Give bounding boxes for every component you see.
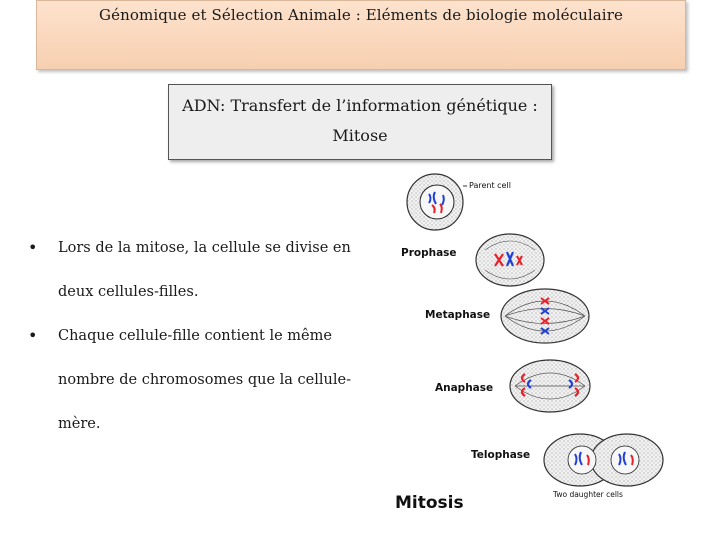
figure-title: Mitosis [395, 493, 464, 513]
bullet-icon: • [28, 238, 38, 257]
label-metaphase: Metaphase [425, 309, 490, 321]
bullet-text: Lors de la mitose, la cellule se divise … [58, 240, 351, 256]
bullet-item: • Chaque cellule-fille contient le même … [28, 314, 358, 446]
bullet-icon: • [28, 326, 38, 345]
subtitle-box: ADN: Transfert de l’information génétiqu… [168, 84, 552, 160]
bullet-text: deux cellules-filles. [58, 284, 199, 300]
label-daughter-cells: Two daughter cells [552, 490, 623, 499]
prophase-illustration [475, 233, 545, 287]
bullet-item: • Lors de la mitose, la cellule se divis… [28, 226, 358, 314]
label-parent-cell: Parent cell [469, 181, 511, 190]
anaphase-illustration [509, 359, 591, 413]
telophase-illustration [543, 433, 664, 487]
subtitle-line-1: ADN: Transfert de l’information génétiqu… [182, 96, 538, 115]
slide-title: Génomique et Sélection Animale : Elément… [99, 6, 623, 24]
label-prophase: Prophase [401, 247, 457, 259]
label-anaphase: Anaphase [435, 382, 493, 394]
bullet-text: Chaque cellule-fille contient le même [58, 328, 332, 344]
metaphase-illustration [500, 288, 590, 344]
slide-header: Génomique et Sélection Animale : Elément… [36, 0, 686, 70]
bullet-text: mère. [58, 416, 101, 432]
mitosis-diagram: Parent cell Prophase Metaphase Anaphase [395, 172, 685, 522]
bullet-list: • Lors de la mitose, la cellule se divis… [28, 226, 358, 446]
subtitle-line-2: Mitose [332, 126, 388, 145]
label-telophase: Telophase [471, 449, 530, 461]
parent-cell-illustration [406, 173, 467, 231]
bullet-text: nombre de chromosomes que la cellule- [58, 372, 351, 388]
